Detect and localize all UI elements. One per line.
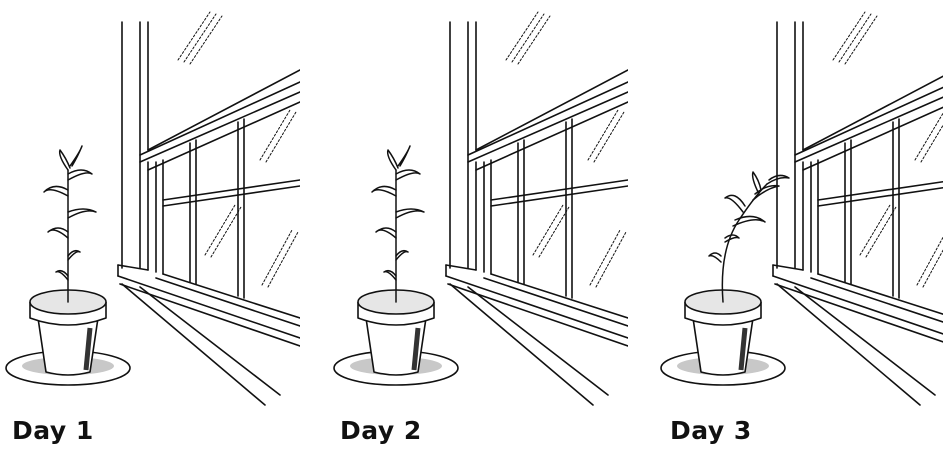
- day-label-1: Day 1: [12, 416, 94, 445]
- window: [118, 22, 300, 405]
- plant-upright: [44, 146, 96, 302]
- window: [446, 22, 628, 405]
- panel-day-2: Day 2: [328, 0, 628, 450]
- plant-upright: [372, 146, 424, 302]
- scene-illustration: [655, 0, 943, 410]
- day-label-3: Day 3: [670, 416, 752, 445]
- scene-illustration: [0, 0, 300, 410]
- panel-day-1: Day 1: [0, 0, 300, 450]
- scene-illustration: [328, 0, 628, 410]
- panel-day-3: Day 3: [655, 0, 943, 450]
- day-label-2: Day 2: [340, 416, 422, 445]
- window: [773, 22, 943, 405]
